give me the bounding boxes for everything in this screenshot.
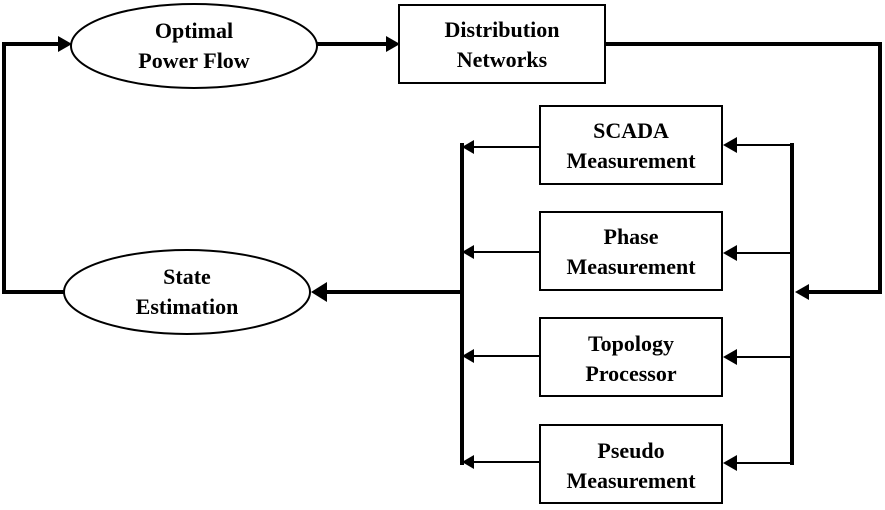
arrowhead-to-pseudo: [723, 455, 737, 471]
node-distribution-networks: Distribution Networks: [398, 4, 606, 84]
topology-line2: Processor: [585, 361, 676, 386]
arrowhead-from-pseudo: [462, 455, 474, 469]
node-topology-processor: Topology Processor: [539, 317, 723, 397]
distribution-networks-line1: Distribution: [445, 17, 560, 42]
pseudo-line2: Measurement: [566, 468, 696, 493]
optimal-power-flow-line2: Power Flow: [138, 48, 250, 73]
connector-distribution-to-bus: [604, 42, 882, 294]
topology-line1: Topology: [588, 331, 674, 356]
arrowhead-to-input-bus: [795, 284, 809, 300]
distribution-networks-line2: Networks: [457, 47, 548, 72]
state-estimation-line2: Estimation: [136, 294, 239, 319]
pseudo-line1: Pseudo: [597, 438, 664, 463]
arrowhead-to-topology: [723, 349, 737, 365]
arrowhead-to-phase: [723, 245, 737, 261]
phase-line2: Measurement: [566, 254, 696, 279]
arrowhead-from-scada: [462, 140, 474, 154]
phase-line1: Phase: [604, 224, 659, 249]
optimal-power-flow-line1: Optimal: [155, 18, 233, 43]
node-phase-measurement: Phase Measurement: [539, 211, 723, 291]
connectors: [2, 36, 882, 471]
node-pseudo-measurement: Pseudo Measurement: [539, 424, 723, 504]
arrowhead-to-state-estimation: [311, 282, 327, 302]
arrowhead-from-phase: [462, 245, 474, 259]
state-estimation-line1: State: [163, 264, 211, 289]
arrowhead-to-scada: [723, 137, 737, 153]
node-scada-measurement: SCADA Measurement: [539, 105, 723, 185]
node-state-estimation: State Estimation: [63, 249, 311, 335]
arrowhead-from-topology: [462, 349, 474, 363]
node-optimal-power-flow: Optimal Power Flow: [70, 3, 318, 89]
arrowhead-to-distribution-networks: [386, 36, 400, 52]
arrowhead-to-optimal-power-flow: [58, 36, 72, 52]
loop-connector-left: [2, 42, 66, 294]
scada-line1: SCADA: [593, 118, 669, 143]
scada-line2: Measurement: [566, 148, 696, 173]
